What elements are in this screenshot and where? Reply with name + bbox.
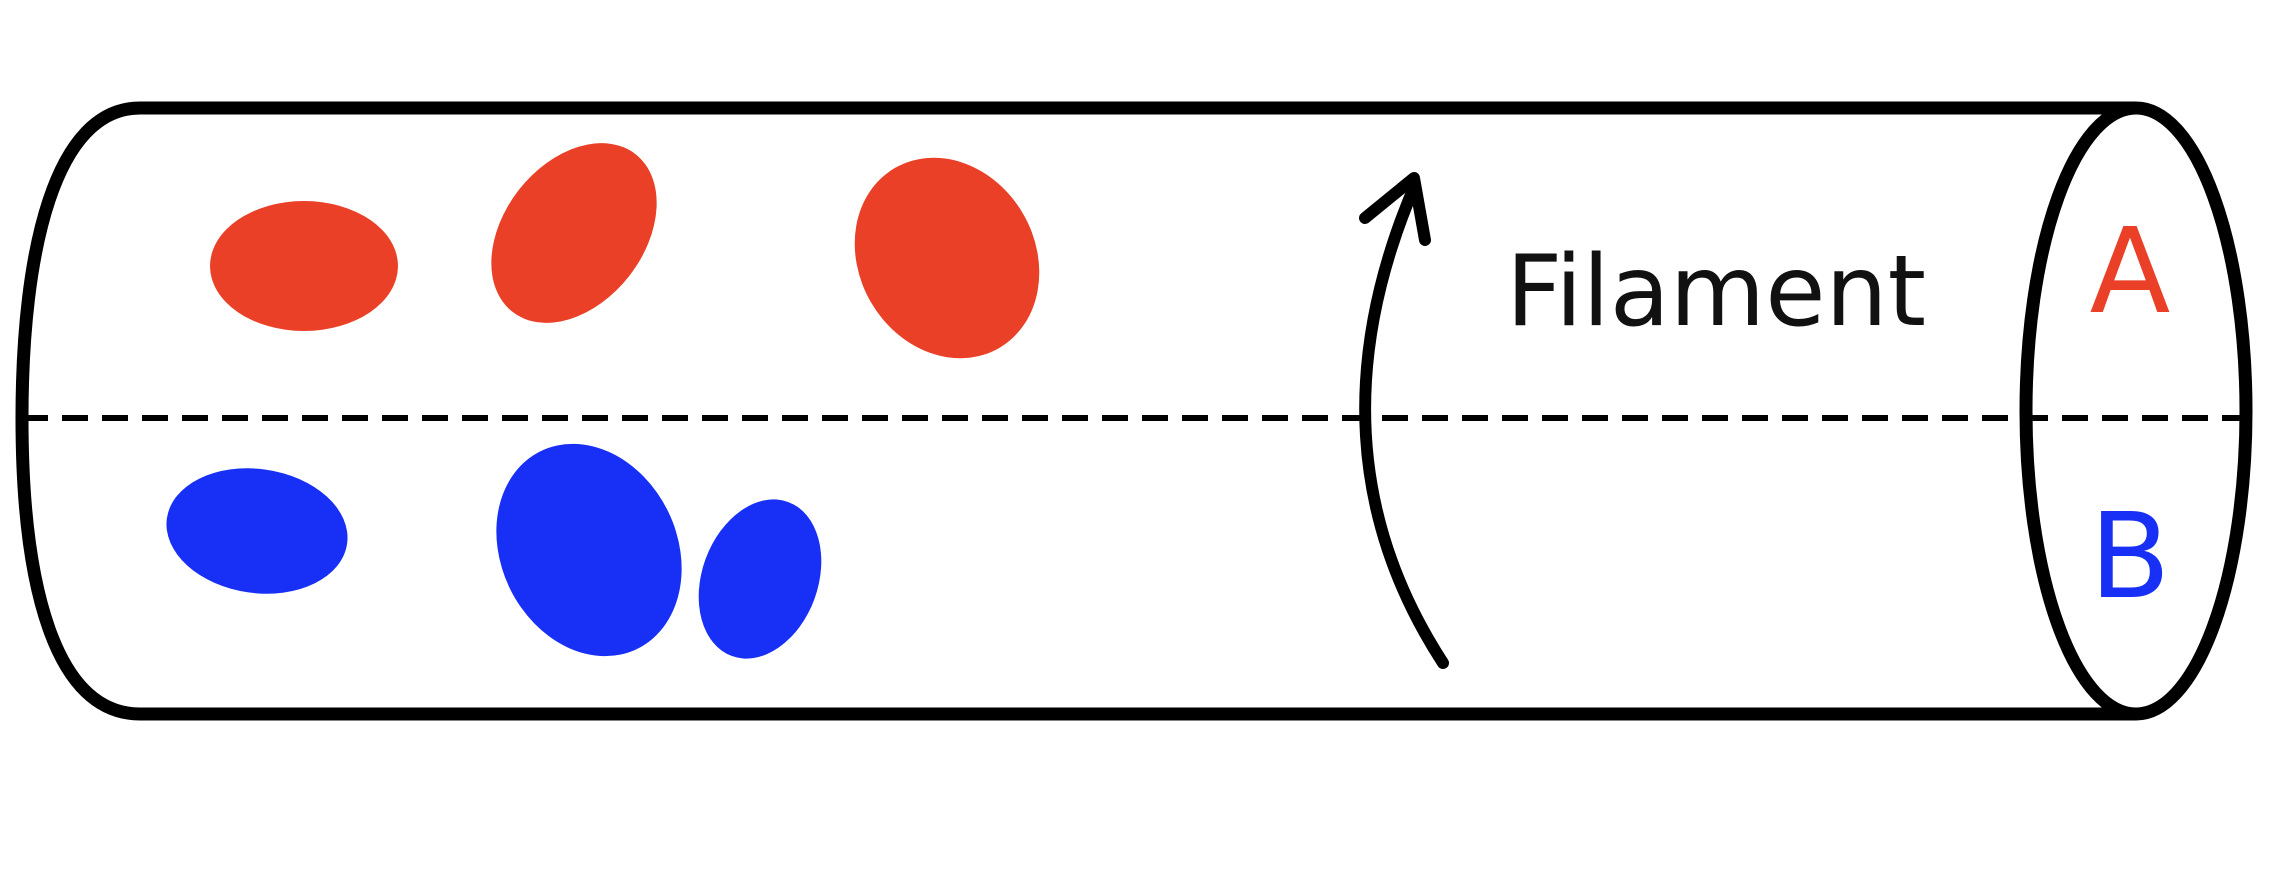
region-a-blob: [854, 157, 1040, 359]
cylinder-end-cap: [2019, 101, 2253, 721]
cylinder-body: [15, 101, 2136, 721]
region-b-blob: [496, 443, 682, 657]
region-b-label: B: [2090, 487, 2171, 625]
region-a-blob: [210, 201, 398, 331]
rotation-arrow: [1359, 179, 1449, 669]
filament-label: Filament: [1506, 235, 1926, 349]
region-a-blob: [491, 143, 657, 323]
rotation-arrow-head: [1359, 172, 1431, 246]
region-a-label: A: [2090, 202, 2171, 340]
region-b-blob: [698, 499, 822, 659]
region-b-blob: [166, 468, 348, 594]
